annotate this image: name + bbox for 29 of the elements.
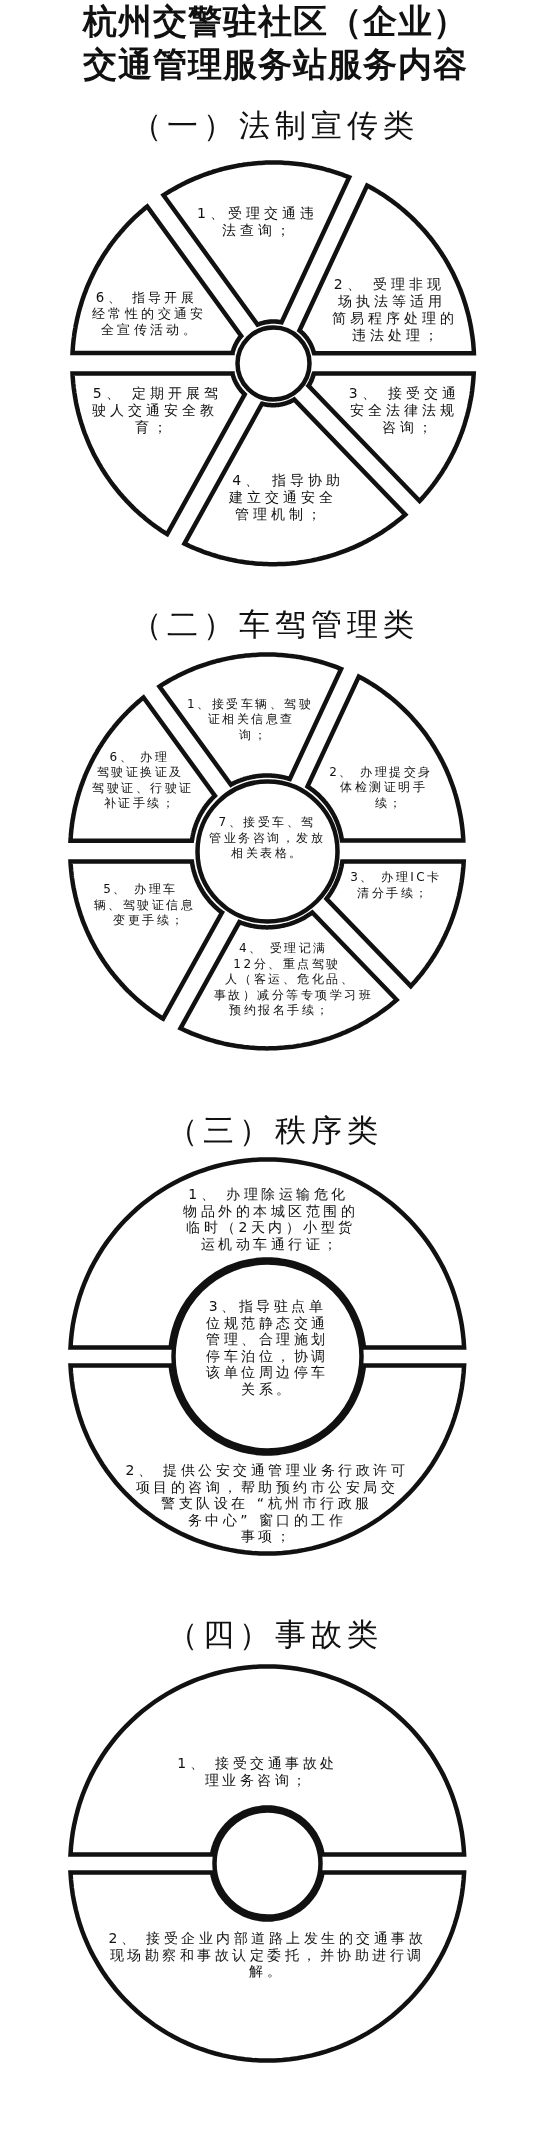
segment-text: 4、 受理记满12分、重点驾驶人（客运、危化品、事故）减分等专项学习班预约报名手续； — [213, 941, 375, 1019]
segment-text: 3、 办理IC卡清分手续； — [350, 870, 443, 901]
segment-text: 1、 办理除运输危化物品外的本城区范围的临时（2天内）小型货运机动车通行证； — [183, 1186, 360, 1252]
segment-text: 2、 办理提交身体检测证明手续； — [329, 765, 434, 812]
pie-segment — [65, 856, 227, 1023]
pie-segment — [294, 180, 479, 358]
segment-text: 1、 接受交通事故处理业务咨询； — [177, 1755, 339, 1788]
segment-text: 1、接受车辆、驾驶证相关信息查询； — [186, 697, 315, 744]
section-heading: （三）秩序类 — [166, 1111, 384, 1150]
center-circle — [192, 776, 342, 926]
segment-text: 6、 指导开展经常性的交通安全宣传活动。 — [92, 290, 208, 339]
segment-text: 2、 受理非现场执法等适用简易程序处理的违法处理； — [332, 276, 459, 344]
segment-text: 2、 提供公安交通管理业务行政许可项目的咨询，帮助预约市公安局交警支队设在 “杭州市行政服务中心” 窗口的工作事项； — [125, 1462, 410, 1545]
segment-text: 3、 接受交通安全法律法规咨询； — [348, 385, 462, 436]
half-ring-segment — [65, 1867, 469, 2065]
section-heading: （二）车驾管理类 — [130, 605, 420, 644]
section-heading: （四）事故类 — [166, 1615, 384, 1654]
half-ring-segment — [65, 1661, 469, 1859]
segment-text: 1、受理交通违法查询； — [197, 205, 319, 239]
section-heading: （一）法制宣传类 — [130, 106, 420, 145]
center-circle — [232, 322, 314, 404]
segment-text: 5、 定期开展驾驶人交通安全教育； — [92, 385, 224, 436]
segment-text: 4、 指导协助建立交通安全管理机制； — [229, 472, 345, 523]
segment-text: 6、 办理驾驶证换证及驾驶证、行驶证补证手续； — [92, 750, 195, 812]
poster-title: 杭州交警驻社区（企业）交通管理服务站服务内容 — [81, 0, 469, 86]
circle-text: 7、接受车、驾管业务咨询，发放相关表格。 — [209, 815, 326, 862]
circle-text: 3、指导驻点单位规范静态交通管理、合理施划停车泊位，协调该单位周边停车关系。 — [206, 1298, 330, 1397]
segment-text: 2、 接受企业内部道路上发生的交通事故现场勘察和事故认定委托，并协助进行调解。 — [108, 1930, 428, 1980]
segment-text: 5、 办理车辆、驾驶证信息变更手续； — [93, 882, 197, 929]
